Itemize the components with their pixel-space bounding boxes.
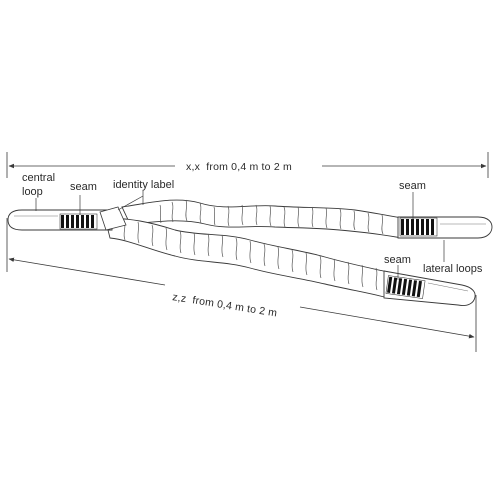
seam-left-bartack <box>59 213 98 230</box>
seam-upper-bartack <box>399 217 438 237</box>
seam-left-label: seam <box>70 181 97 193</box>
top-dimension: x,x from 0,4 m to 2 m <box>6 152 489 178</box>
front-strap <box>104 217 389 299</box>
central-loop-label-2: loop <box>22 186 43 198</box>
central-loop-label-1: central <box>22 172 55 184</box>
leader-lines <box>35 190 445 280</box>
top-dimension-label: x,x from 0,4 m to 2 m <box>186 161 292 173</box>
lateral-loops-label: lateral loops <box>423 263 483 275</box>
bottom-dimension-label: z,z from 0,4 m to 2 m <box>172 291 279 319</box>
lateral-loop-lower <box>383 270 476 306</box>
lateral-loop-upper <box>397 216 493 239</box>
seam-right-top-label: seam <box>399 180 426 192</box>
seam-lower-bartack <box>385 275 426 299</box>
central-loop <box>7 206 127 231</box>
identity-label-tab <box>99 206 127 231</box>
seam-right-bottom-label: seam <box>384 254 411 266</box>
identity-label-label: identity label <box>113 179 174 191</box>
